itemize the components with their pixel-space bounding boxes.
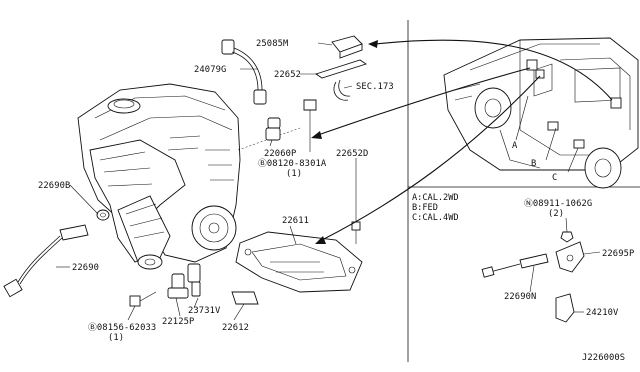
label-bolt-08120-qty: (1) (286, 169, 302, 179)
truck-illustration (443, 37, 639, 189)
oil-cap (107, 98, 141, 114)
sensor-22060P (265, 117, 281, 141)
oxygen-sensor-22690 (3, 224, 89, 298)
label-22612: 22612 (222, 323, 249, 333)
exhaust-manifold (89, 139, 186, 270)
diagram-code: J226000S (582, 353, 625, 363)
legend-item-b: B:FED (412, 203, 438, 213)
legend-item-a: A:CAL.2WD (412, 193, 459, 203)
sensor-25085M (331, 35, 363, 59)
connector-22125P (167, 273, 189, 299)
leader-lines (56, 42, 601, 321)
clip-22612 (231, 291, 259, 305)
label-22652D: 22652D (336, 149, 368, 159)
truck-rear-wheel (584, 147, 622, 189)
label-22690N: 22690N (504, 292, 536, 302)
truck-callout-a: A (512, 141, 518, 151)
label-22690B: 22690B (38, 181, 70, 191)
label-22060P: 22060P (264, 149, 296, 159)
truck-front-wheel (474, 87, 512, 129)
bolt-08120-8301A (303, 99, 317, 122)
label-sec173: SEC.173 (356, 82, 394, 92)
bracket-22652 (314, 59, 368, 79)
bolt-08156-62033 (129, 291, 157, 307)
label-bolt-08120-8301A: Ⓑ08120-8301A (258, 158, 327, 169)
connector-24079G (221, 39, 267, 105)
sensor-22690N (481, 253, 549, 278)
label-25085M: 25085M (256, 39, 288, 49)
legend: A:CAL.2WD B:FED C:CAL.4WD (412, 193, 459, 223)
truck-window (533, 63, 553, 97)
bracket-22611 (235, 231, 363, 293)
label-24210V: 24210V (586, 308, 619, 318)
truck-sensor-location (526, 59, 538, 71)
label-bolt-08156-62033: Ⓑ08156-62033 (88, 322, 156, 333)
screw-22652D (351, 221, 361, 244)
bracket-22695P (555, 241, 585, 273)
label-22690: 22690 (72, 263, 99, 273)
hose-sec173 (333, 79, 351, 101)
label-22611: 22611 (282, 216, 309, 226)
legend-item-c: C:CAL.4WD (412, 213, 459, 223)
label-nut-qty: (2) (548, 209, 564, 219)
connector-23731V (187, 263, 201, 297)
label-22125P: 22125P (162, 317, 194, 327)
sensor-washer (96, 209, 110, 221)
label-nut-08911-1062G: Ⓝ08911-1062G (524, 198, 592, 209)
truck-callout-c: C (552, 173, 557, 183)
label-bolt-08156-qty: (1) (108, 333, 124, 343)
label-23731V: 23731V (188, 306, 221, 316)
label-22652: 22652 (274, 70, 301, 80)
clip-24210V (555, 293, 575, 323)
nut-08911-1062G (560, 231, 574, 243)
location-arrows (311, 39, 613, 244)
label-22695P: 22695P (602, 249, 634, 259)
pulley (191, 205, 237, 251)
label-24079G: 24079G (194, 65, 226, 75)
truck-callout-b: B (531, 159, 536, 169)
